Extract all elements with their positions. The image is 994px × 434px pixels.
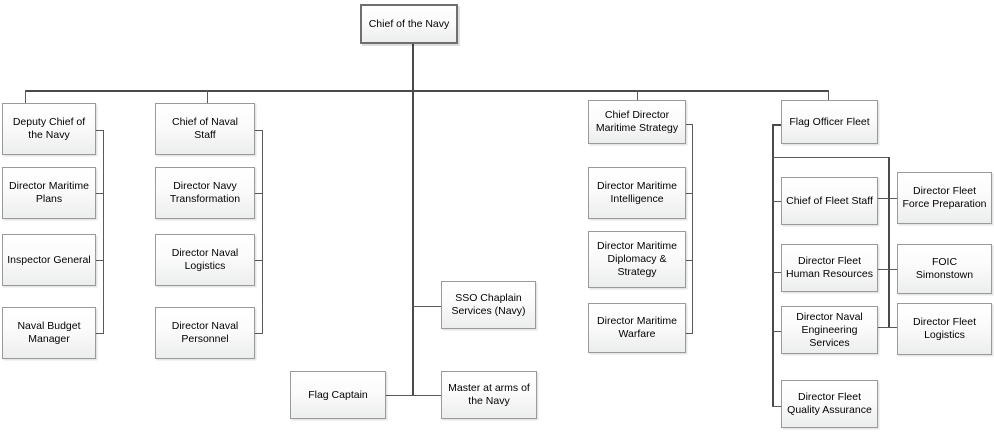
connector-bus-drop-deputy	[25, 90, 26, 105]
node-label: Master at arms of the Navy	[448, 382, 530, 407]
connector-fleet-stub-1	[772, 201, 782, 202]
connector-naval-staff-stub-1	[255, 193, 263, 194]
node-director-naval-personnel[interactable]: Director Naval Personnel	[155, 307, 255, 359]
connector-root-stem	[412, 44, 414, 91]
node-label: Deputy Chief of the Navy	[12, 116, 86, 141]
node-sso-chaplain-services-navy[interactable]: SSO Chaplain Services (Navy)	[441, 281, 536, 329]
node-chief-of-fleet-staff[interactable]: Chief of Fleet Staff	[781, 177, 878, 225]
node-label: Director Navy Transformation	[169, 180, 241, 205]
node-director-navy-transformation[interactable]: Director Navy Transformation	[155, 167, 255, 219]
connector-deputy-stub-0	[96, 130, 104, 131]
node-director-maritime-plans[interactable]: Director Maritime Plans	[2, 167, 96, 219]
node-label: Director Naval Personnel	[171, 320, 239, 345]
connector-bus-drop-naval-staff	[207, 90, 208, 105]
connector-right-stub-1	[888, 269, 898, 270]
connector-centre-spine	[412, 90, 414, 396]
connector-bus-drop-flag-officer-fleet	[828, 90, 829, 105]
node-label: Naval Budget Manager	[17, 320, 81, 345]
node-director-fleet-human-resources[interactable]: Director Fleet Human Resources	[781, 244, 878, 292]
node-label: Director Fleet Force Preparation	[902, 185, 987, 210]
node-label: Director Fleet Quality Assurance	[787, 391, 872, 416]
node-flag-captain[interactable]: Flag Captain	[290, 371, 386, 419]
connector-fleet-to-right-2	[878, 327, 889, 328]
connector-naval-staff-stub-3	[255, 333, 263, 334]
node-label: Chief Director Maritime Strategy	[595, 109, 679, 134]
connector-fleet-stub-3	[772, 331, 782, 332]
connector-maritime-spine	[692, 124, 693, 333]
connector-fleet-stub-4	[772, 406, 782, 407]
connector-deputy-stub-3	[96, 333, 104, 334]
node-foic-simonstown[interactable]: FOIC Simonstown	[897, 244, 992, 294]
connector-deputy-stub-2	[96, 260, 104, 261]
connector-fleet-head-stub	[772, 124, 782, 126]
node-label: Director Naval Engineering Services	[796, 310, 863, 349]
connector-maritime-stub-3	[685, 333, 693, 334]
node-label: Inspector General	[7, 253, 91, 266]
connector-maritime-stub-2	[685, 260, 693, 261]
connector-deputy-spine	[103, 130, 104, 333]
connector-fleet-crossbar	[772, 157, 889, 158]
node-label: Flag Captain	[308, 388, 368, 401]
node-label: Director Fleet Logistics	[912, 316, 976, 341]
node-director-maritime-intelligence[interactable]: Director Maritime Intelligence	[588, 167, 686, 219]
node-label: Director Naval Logistics	[171, 247, 239, 272]
node-director-naval-logistics[interactable]: Director Naval Logistics	[155, 234, 255, 286]
node-label: Director Maritime Intelligence	[597, 180, 677, 205]
connector-naval-staff-stub-0	[255, 130, 263, 131]
node-label: Director Maritime Warfare	[597, 315, 677, 340]
connector-fleet-stub-2	[772, 272, 782, 273]
node-label: Director Maritime Plans	[9, 180, 89, 205]
connector-right-stub-0	[888, 198, 898, 199]
node-master-at-arms-of-the-navy[interactable]: Master at arms of the Navy	[441, 371, 537, 419]
connector-naval-staff-spine	[262, 130, 263, 333]
connector-maritime-stub-1	[685, 193, 693, 194]
node-label: Flag Officer Fleet	[789, 115, 870, 128]
connector-fleet-to-right-0	[878, 198, 889, 199]
node-label: FOIC Simonstown	[915, 256, 974, 281]
connector-fleet-left-spine	[772, 124, 774, 407]
connector-main-bus	[25, 90, 829, 92]
connector-right-stub-2	[888, 327, 898, 328]
connector-naval-staff-stub-2	[255, 260, 263, 261]
node-director-maritime-diplomacy-strategy[interactable]: Director Maritime Diplomacy & Strategy	[588, 231, 686, 288]
node-director-fleet-force-preparation[interactable]: Director Fleet Force Preparation	[897, 172, 992, 224]
node-chief-of-the-navy[interactable]: Chief of the Navy	[360, 4, 458, 44]
node-label: Chief of the Navy	[368, 17, 450, 30]
connector-maritime-stub-0	[685, 124, 693, 125]
node-director-fleet-logistics[interactable]: Director Fleet Logistics	[897, 303, 992, 355]
node-director-maritime-warfare[interactable]: Director Maritime Warfare	[588, 303, 686, 353]
connector-deputy-stub-1	[96, 193, 104, 194]
node-chief-of-naval-staff[interactable]: Chief of Naval Staff	[155, 103, 255, 155]
connector-centre-to-sso	[412, 306, 442, 307]
connector-centre-to-master-at-arms	[412, 395, 442, 396]
node-label: Director Fleet Human Resources	[786, 255, 873, 280]
node-label: SSO Chaplain Services (Navy)	[451, 292, 526, 317]
node-flag-officer-fleet[interactable]: Flag Officer Fleet	[781, 100, 878, 144]
node-naval-budget-manager[interactable]: Naval Budget Manager	[2, 307, 96, 359]
node-chief-director-maritime-strategy[interactable]: Chief Director Maritime Strategy	[588, 100, 686, 144]
node-inspector-general[interactable]: Inspector General	[2, 234, 96, 286]
node-director-naval-engineering-services[interactable]: Director Naval Engineering Services	[781, 306, 878, 354]
node-director-fleet-quality-assurance[interactable]: Director Fleet Quality Assurance	[781, 380, 878, 428]
connector-bus-drop-maritime-strategy	[637, 90, 638, 105]
connector-fleet-right-spine	[888, 157, 890, 327]
node-label: Chief of Fleet Staff	[786, 194, 873, 207]
node-deputy-chief-of-the-navy[interactable]: Deputy Chief of the Navy	[2, 103, 96, 155]
node-label: Director Maritime Diplomacy & Strategy	[597, 240, 677, 278]
connector-fleet-to-right-1	[878, 269, 889, 270]
node-label: Chief of Naval Staff	[172, 116, 238, 141]
